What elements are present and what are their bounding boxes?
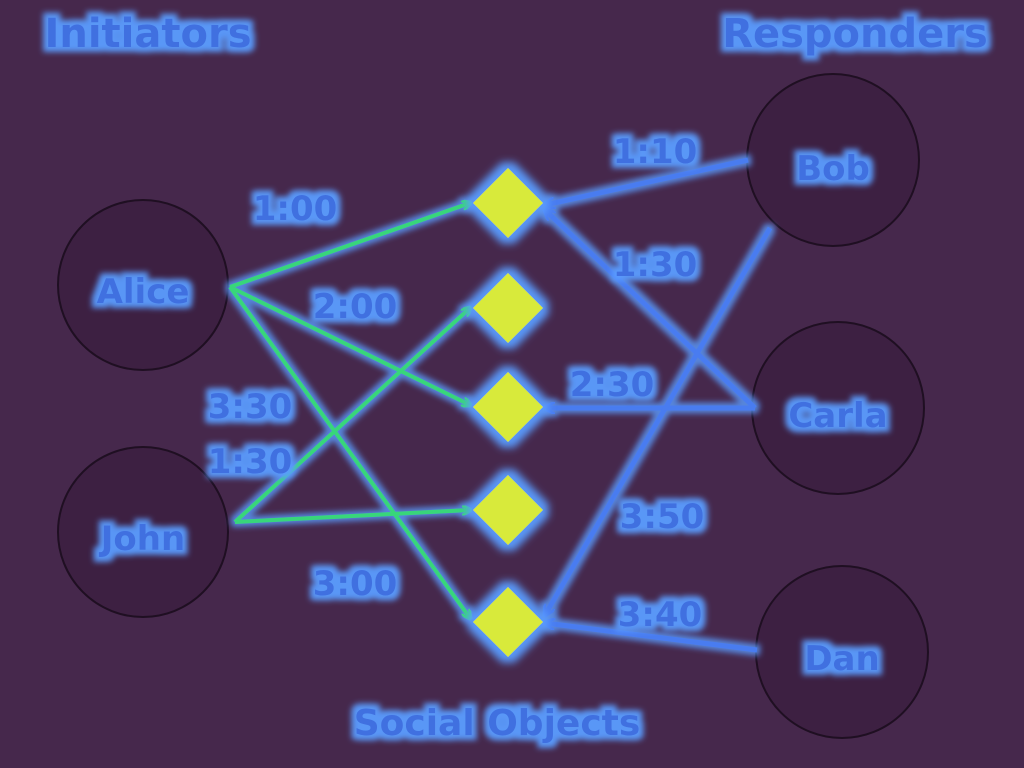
john-circle — [57, 446, 229, 618]
time-alice-obj5: 3:30 — [208, 387, 293, 427]
time-bob-obj5: 3:50 — [620, 497, 705, 537]
social-object-3 — [473, 372, 543, 442]
social-object-5 — [473, 587, 543, 657]
edge-carla-obj1 — [545, 210, 757, 410]
responders-header: Responders — [722, 11, 988, 57]
edge-dan-obj5 — [545, 623, 758, 653]
time-dan-obj5: 3:40 — [618, 595, 703, 635]
time-alice-obj1: 1:00 — [253, 189, 338, 229]
edge-alice-obj3 — [229, 285, 470, 405]
carla-label: Carla — [788, 396, 887, 436]
responder-edges — [545, 157, 773, 653]
edge-alice-obj1 — [229, 203, 470, 289]
alice-circle — [57, 199, 229, 371]
john-label: John — [99, 519, 185, 559]
person-john — [57, 446, 229, 618]
initiators-header: Initiators — [44, 11, 251, 57]
social-object-1 — [473, 168, 543, 238]
person-alice — [57, 199, 229, 371]
social-object-4 — [473, 475, 543, 545]
time-alice-obj3: 2:00 — [313, 287, 398, 327]
edge-john-obj2 — [233, 308, 470, 524]
social-objects-header: Social Objects — [354, 703, 641, 744]
time-carla-obj3: 2:30 — [570, 365, 655, 405]
time-john-obj4: 3:00 — [313, 564, 398, 604]
bob-label: Bob — [796, 149, 870, 189]
time-labels: 1:00 2:00 3:30 1:30 3:00 1:10 1:30 2:30 … — [208, 132, 705, 635]
time-bob-obj1: 1:10 — [613, 132, 698, 172]
edge-bob-obj1 — [545, 157, 749, 205]
social-objects — [473, 168, 543, 657]
social-object-2 — [473, 273, 543, 343]
edge-john-obj4 — [234, 510, 470, 524]
time-carla-obj1: 1:30 — [613, 245, 698, 285]
dan-label: Dan — [804, 639, 879, 679]
alice-label: Alice — [97, 272, 190, 312]
edge-bob-obj5 — [545, 226, 773, 615]
initiator-edges — [228, 203, 470, 618]
edge-alice-obj5 — [228, 285, 470, 618]
time-john-obj2: 1:30 — [208, 442, 293, 482]
